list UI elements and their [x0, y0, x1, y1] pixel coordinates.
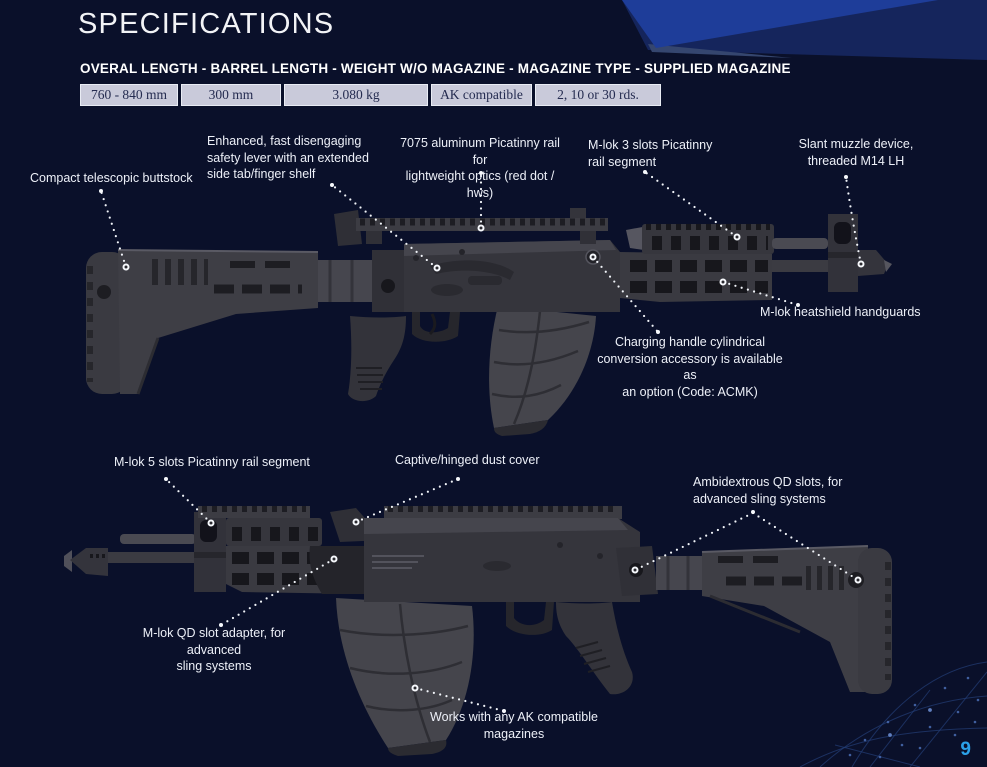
magazine-top	[489, 306, 596, 436]
rifle-bottom-left-side-view	[64, 506, 892, 756]
buffer-tube-top	[318, 260, 376, 302]
corner-band-sliver	[648, 44, 792, 58]
receiver-bottom	[330, 506, 640, 602]
callout-heatshield-handguards: M-lok heatshield handguards	[760, 305, 921, 319]
pistol-grip-top	[348, 312, 460, 402]
handguard-top	[620, 224, 774, 302]
muzzle-bottom	[64, 534, 196, 576]
buttstock-bottom	[616, 545, 892, 694]
spec-header-line: OVERAL LENGTH - BARREL LENGTH - WEIGHT W…	[80, 61, 791, 76]
page-title: SPECIFICATIONS	[78, 8, 335, 40]
pistol-grip-bottom	[506, 602, 633, 695]
rifle-top-right-side-view	[86, 208, 892, 436]
page-number: 9	[960, 739, 971, 760]
spec-barrel-length: 300 mm	[181, 84, 281, 106]
spec-supplied-magazine: 2, 10 or 30 rds.	[535, 84, 661, 106]
receiver-top	[404, 240, 620, 312]
callout-charging-handle: Charging handle cylindrical conversion a…	[597, 335, 783, 399]
callout-mlok-5-slots: M-lok 5 slots Picatinny rail segment	[114, 455, 310, 469]
magazine-bottom	[336, 598, 474, 756]
callout-ak-magazines: Works with any AK compatible magazines	[430, 710, 598, 741]
top-rail-top	[334, 208, 648, 250]
spec-magazine-type: AK compatible	[431, 84, 532, 106]
leader-anchor-dots	[99, 170, 865, 713]
callout-slant-muzzle: Slant muzzle device, threaded M14 LH	[798, 137, 914, 168]
buttstock-top	[86, 249, 319, 395]
callout-mlok-qd-adapter: M-lok QD slot adapter, for advanced slin…	[142, 626, 286, 673]
spec-weight: 3.080 kg	[284, 84, 428, 106]
callout-ambidextrous-qd: Ambidextrous QD slots, for advanced slin…	[693, 475, 843, 506]
callout-telescopic-buttstock: Compact telescopic buttstock	[30, 171, 193, 185]
callout-mlok-3-slots: M-lok 3 slots Picatinny rail segment	[588, 138, 713, 169]
callout-leader-lines	[99, 170, 865, 713]
callout-dust-cover: Captive/hinged dust cover	[395, 453, 540, 467]
barrel-top	[772, 214, 892, 292]
callout-safety-lever: Enhanced, fast disengaging safety lever …	[207, 134, 369, 181]
callout-picatinny-rail-7075: 7075 aluminum Picatinny rail for lightwe…	[400, 136, 560, 200]
corner-ribbon-blue	[622, 0, 938, 48]
spec-table: 760 - 840 mm 300 mm 3.080 kg AK compatib…	[80, 84, 661, 106]
network-pattern	[799, 661, 987, 767]
spec-overall-length: 760 - 840 mm	[80, 84, 178, 106]
front-block-bottom	[194, 506, 310, 592]
